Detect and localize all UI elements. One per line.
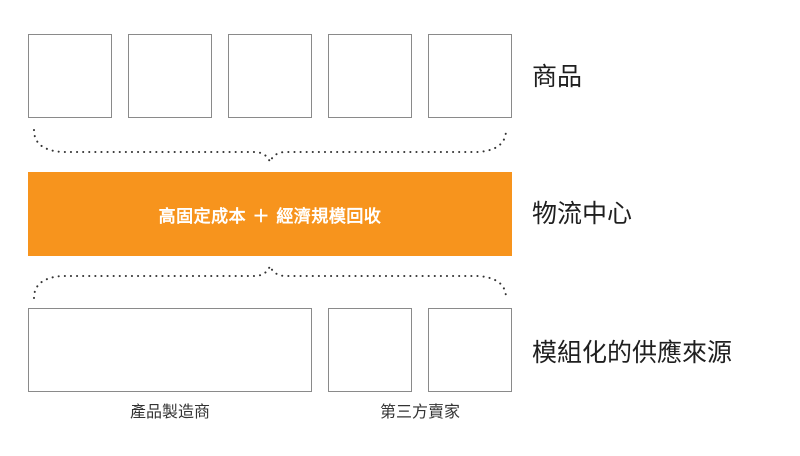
manufacturers-label: 產品製造商: [129, 402, 210, 421]
product-box-3: [228, 34, 312, 118]
band-text: 高固定成本 ＋ 經濟規模回收: [158, 206, 382, 227]
product-box-5: [428, 34, 512, 118]
supply-sources-label: 模組化的供應來源: [532, 338, 733, 367]
bottom-brace: [33, 263, 507, 299]
third-party-box-2: [428, 308, 512, 392]
top-brace: [33, 129, 507, 165]
manufacturers-box: [28, 308, 312, 392]
products-label: 商品: [532, 62, 583, 91]
product-box-1: [28, 34, 112, 118]
fulfillment-center-label: 物流中心: [532, 199, 633, 228]
product-box-4: [328, 34, 412, 118]
third-party-box-1: [328, 308, 412, 392]
fulfillment-band: 高固定成本 ＋ 經濟規模回收: [28, 172, 512, 256]
product-box-2: [128, 34, 212, 118]
third-party-label: 第三方賣家: [379, 402, 460, 421]
